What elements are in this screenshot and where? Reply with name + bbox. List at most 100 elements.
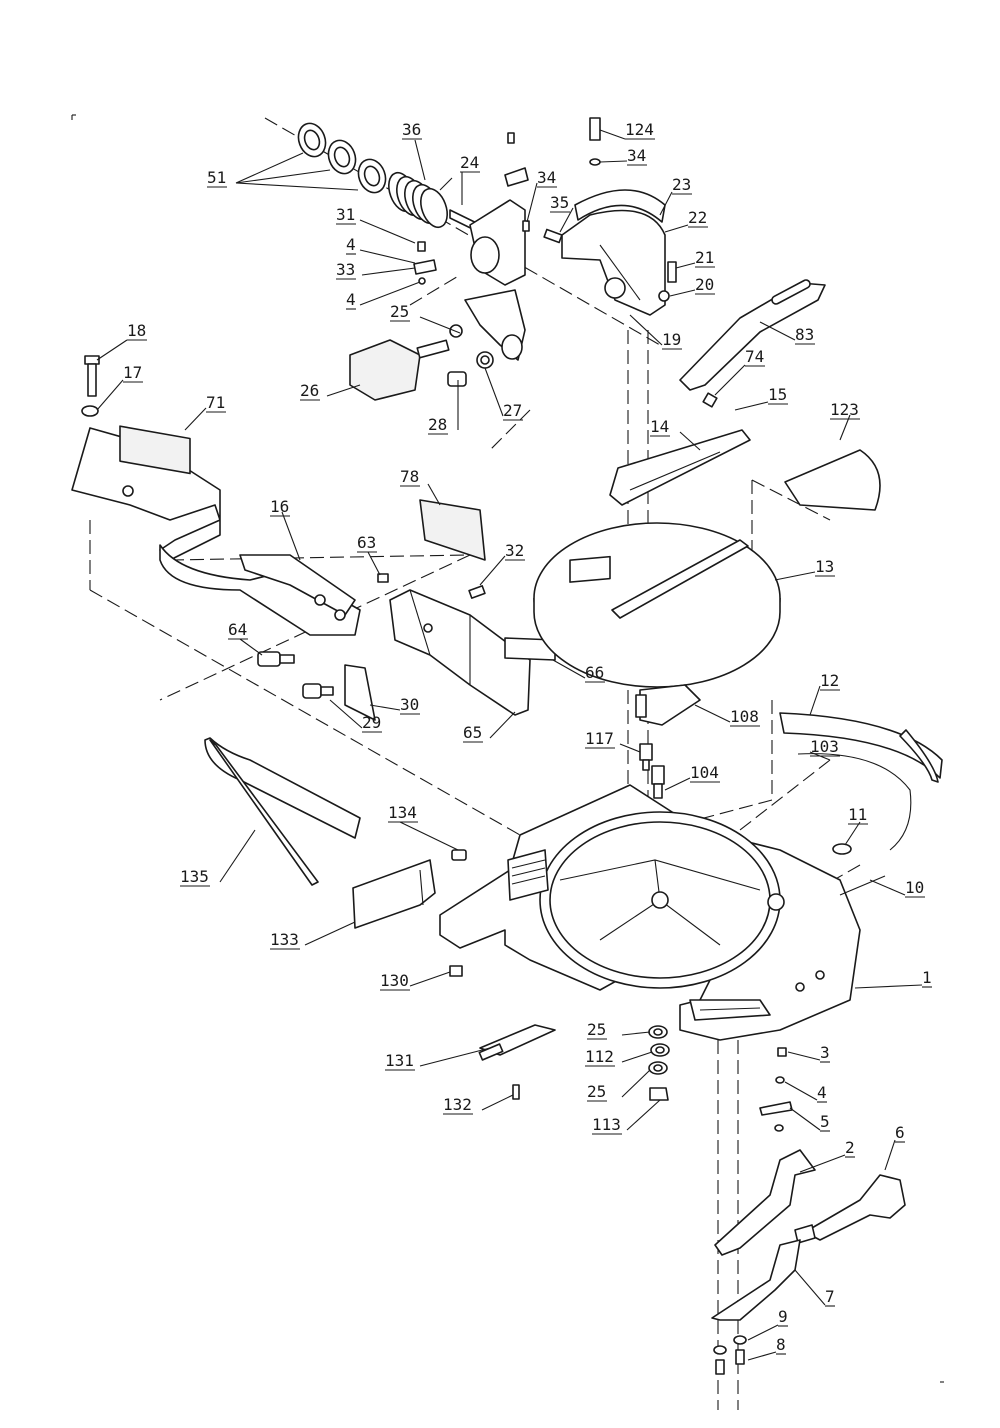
saw-base bbox=[439, 784, 861, 1041]
callout-104: 104 bbox=[664, 763, 720, 791]
callout-17: 17 bbox=[96, 363, 143, 411]
part-number-label: 14 bbox=[650, 417, 669, 436]
leader-line bbox=[559, 207, 574, 233]
part-number-label: 11 bbox=[848, 805, 867, 824]
part-number-label: 29 bbox=[362, 713, 381, 732]
callout-8: 8 bbox=[747, 1335, 786, 1361]
part-number-label: 32 bbox=[505, 541, 524, 560]
leader-line bbox=[235, 169, 331, 184]
leader-line bbox=[759, 321, 796, 341]
leader-line bbox=[427, 483, 441, 506]
leader-line bbox=[854, 984, 923, 989]
part-number-label: 71 bbox=[206, 393, 225, 412]
bearing-set bbox=[297, 122, 387, 194]
accessories bbox=[204, 737, 556, 1100]
callout-10: 10 bbox=[869, 878, 925, 898]
part-number-label: 3 bbox=[820, 1043, 830, 1062]
callout-74: 74 bbox=[714, 347, 765, 396]
part-number-label: 104 bbox=[690, 763, 719, 782]
callout-34a: 34 bbox=[599, 146, 647, 166]
part-number-label: 15 bbox=[768, 385, 787, 404]
part-number-label: 4 bbox=[346, 235, 356, 254]
part-number-label: 23 bbox=[672, 175, 691, 194]
part-number-label: 25 bbox=[390, 302, 409, 321]
leader-line bbox=[747, 1351, 777, 1361]
part-number-label: 12 bbox=[820, 671, 839, 690]
part-number-label: 24 bbox=[460, 153, 479, 172]
leader-line bbox=[489, 711, 516, 739]
leader-line bbox=[794, 1269, 826, 1306]
leader-line bbox=[621, 1031, 651, 1036]
callout-6: 6 bbox=[884, 1123, 905, 1171]
callout-78: 78 bbox=[400, 467, 441, 506]
callout-26: 26 bbox=[300, 381, 361, 401]
leader-line bbox=[329, 699, 363, 729]
callout-124: 124 bbox=[599, 120, 655, 140]
callout-71: 71 bbox=[184, 393, 226, 431]
leader-line bbox=[239, 638, 263, 656]
callout-28: 28 bbox=[428, 380, 459, 435]
leader-line bbox=[96, 379, 124, 411]
leader-line bbox=[621, 1069, 651, 1098]
part-number-label: 6 bbox=[895, 1123, 905, 1142]
callout-34b: 34 bbox=[526, 168, 557, 223]
leader-line bbox=[526, 182, 538, 223]
part-number-label: 113 bbox=[592, 1115, 621, 1134]
part-number-label: 108 bbox=[730, 707, 759, 726]
callout-25a: 25 bbox=[390, 302, 461, 334]
leader-line bbox=[809, 685, 821, 716]
callout-113: 113 bbox=[592, 1099, 661, 1135]
leader-line bbox=[235, 182, 359, 191]
callout-123: 123 bbox=[830, 400, 860, 441]
leader-line bbox=[799, 1154, 846, 1173]
callout-3: 3 bbox=[787, 1043, 830, 1063]
part-number-label: 19 bbox=[662, 330, 681, 349]
part-number-label: 28 bbox=[428, 415, 447, 434]
part-number-label: 66 bbox=[585, 663, 604, 682]
part-number-label: 135 bbox=[180, 867, 209, 886]
leader-line bbox=[844, 821, 861, 846]
turntable bbox=[533, 429, 781, 688]
leader-line bbox=[361, 267, 416, 276]
upper-blade-guard bbox=[561, 189, 666, 316]
leader-line bbox=[619, 743, 641, 753]
callout-132: 132 bbox=[443, 1094, 514, 1115]
leader-line bbox=[219, 829, 256, 883]
pivot-washers bbox=[648, 1025, 670, 1101]
callout-103: 103 bbox=[809, 737, 840, 761]
callout-130: 130 bbox=[380, 971, 451, 991]
leader-line bbox=[787, 1051, 821, 1061]
leader-line bbox=[679, 431, 701, 451]
callout-5: 5 bbox=[789, 1107, 830, 1132]
part-number-label: 51 bbox=[207, 168, 226, 187]
part-number-label: 13 bbox=[815, 557, 834, 576]
leader-line bbox=[789, 1107, 821, 1131]
part-number-label: 31 bbox=[336, 205, 355, 224]
callout-18: 18 bbox=[96, 321, 147, 361]
part-number-label: 4 bbox=[346, 290, 356, 309]
callout-19: 19 bbox=[629, 314, 682, 350]
corner-marks bbox=[71, 114, 944, 1383]
callout-35: 35 bbox=[550, 193, 574, 233]
callout-51: 51 bbox=[207, 152, 359, 191]
callout-16: 16 bbox=[270, 497, 301, 561]
leader-line bbox=[747, 1324, 779, 1341]
part-number-label: 1 bbox=[922, 968, 932, 987]
leader-line bbox=[626, 1099, 661, 1131]
part-number-label: 134 bbox=[388, 803, 417, 822]
part-number-label: 124 bbox=[625, 120, 654, 139]
leader-line bbox=[359, 219, 416, 244]
leader-line bbox=[774, 571, 816, 581]
part-number-label: 130 bbox=[380, 971, 409, 990]
leader-line bbox=[659, 191, 673, 216]
leader-line bbox=[399, 821, 459, 851]
leader-line bbox=[479, 555, 506, 586]
leader-line bbox=[419, 316, 461, 334]
leader-line bbox=[484, 367, 504, 417]
miter-scale-arc bbox=[779, 712, 943, 851]
part-number-label: 34 bbox=[627, 146, 646, 165]
leader-line bbox=[714, 364, 746, 396]
callout-24: 24 bbox=[460, 153, 480, 205]
part-number-label: 78 bbox=[400, 467, 419, 486]
